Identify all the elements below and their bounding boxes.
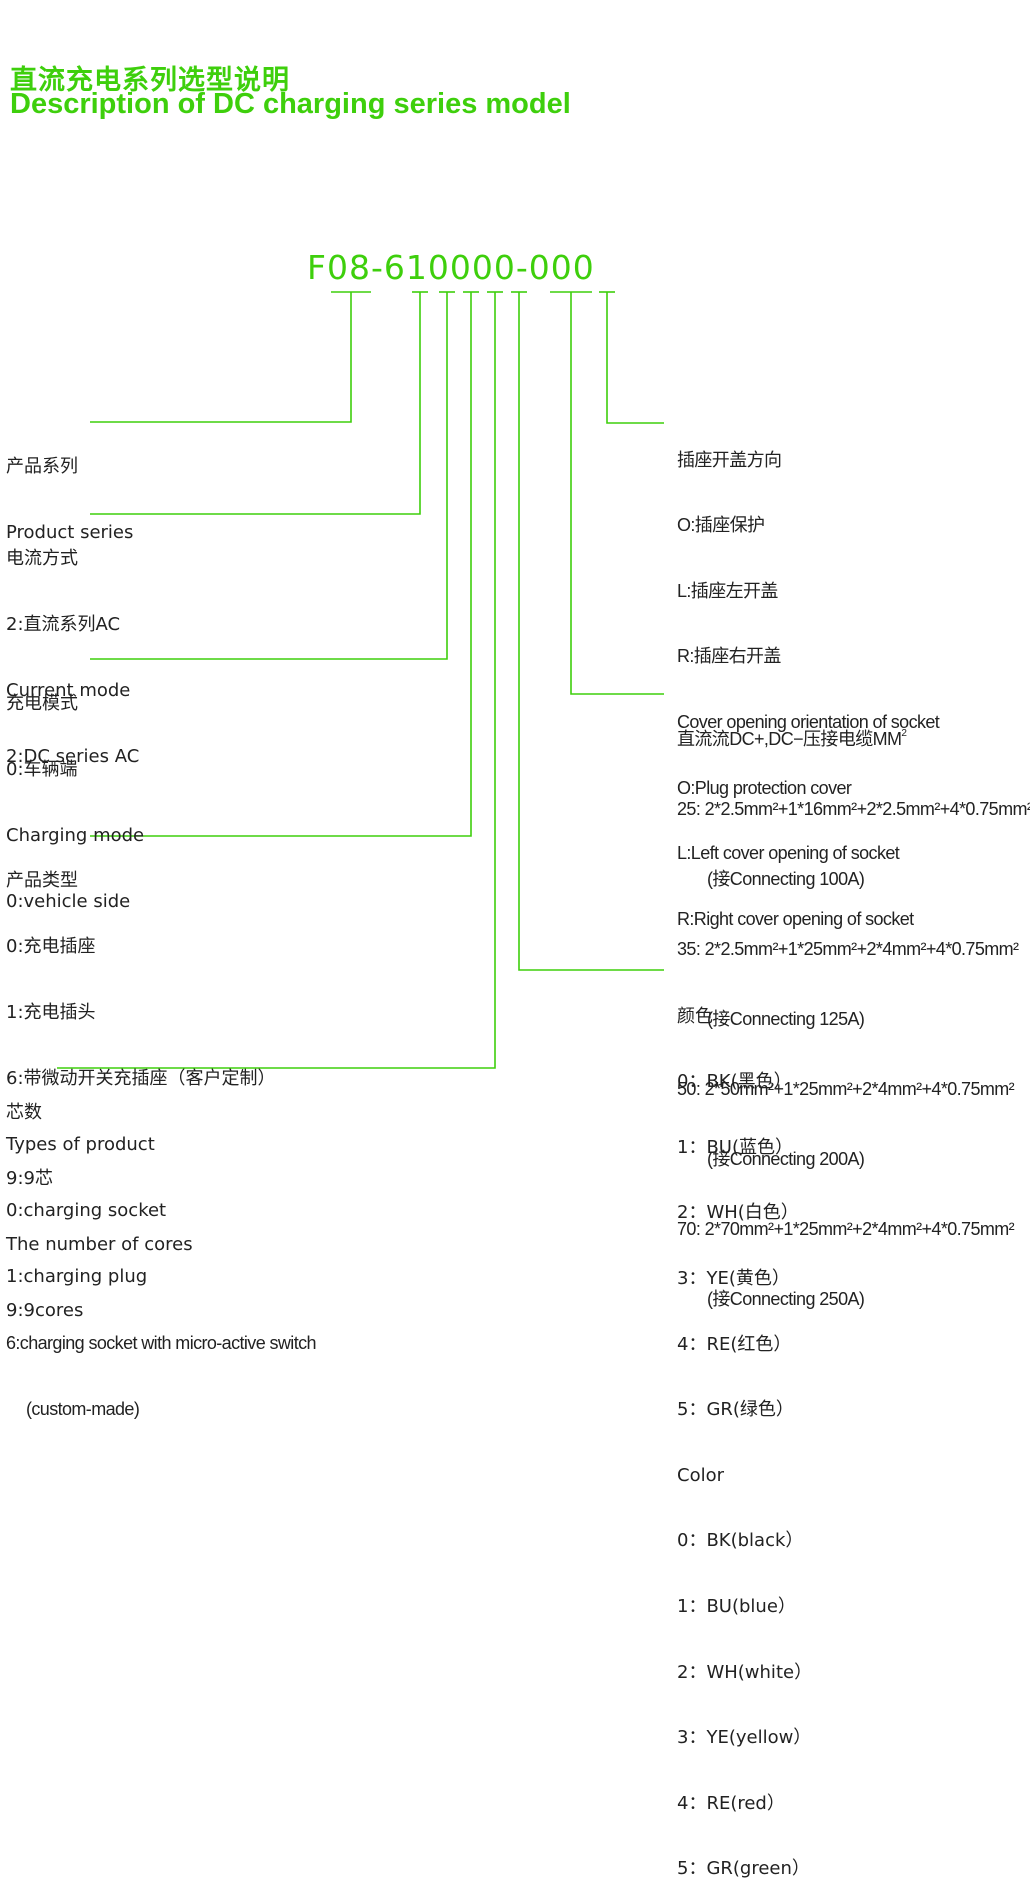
charging-mode-block: 充电模式 0:车辆端 Charging mode 0:vehicle side: [6, 649, 144, 935]
cover-cn: 插座开盖方向: [677, 449, 782, 470]
color-cn-5: 5：GR(绿色）: [677, 1399, 794, 1421]
leader-current: [90, 292, 421, 515]
leader-series: [90, 292, 352, 423]
leader-type: [90, 292, 472, 837]
color-en-3: 3：YE(yellow）: [677, 1727, 812, 1749]
page-title-cn: 直流充电系列选型说明: [10, 65, 290, 96]
cable-spec-50: 50: 2*50mm²+1*25mm²+2*4mm²+4*0.75mm²: [677, 1079, 1015, 1099]
cable-note-35: (接Connecting 125A): [707, 1009, 865, 1029]
product-type-cn-0: 0:充电插座: [6, 936, 96, 957]
charging-mode-en: Charging mode: [6, 825, 145, 846]
cores-cn: 芯数: [6, 1102, 42, 1123]
color-en-4: 4：RE(red）: [677, 1792, 785, 1814]
cover-en-o: O:Plug protection cover: [677, 777, 852, 798]
color-en-5: 5：GR(green）: [677, 1858, 810, 1880]
charging-mode-cn: 充电模式: [6, 693, 78, 714]
cover-cn-r: R:插座右开盖: [677, 646, 781, 667]
color-en-1: 1：BU(blue）: [677, 1595, 796, 1617]
cable-header-sup: 2: [901, 728, 907, 739]
page-title-en: Description of DC charging series model: [10, 88, 571, 120]
cores-block: 芯数 9:9芯 The number of cores 9:9cores: [6, 1058, 193, 1344]
cover-en: Cover opening orientation of socket: [677, 711, 940, 732]
leader-cores: [57, 292, 496, 1069]
model-code: F08-610000-000: [307, 248, 595, 287]
current-mode-cn: 电流方式: [6, 548, 78, 569]
cable-spec-70: 70: 2*70mm²+1*25mm²+2*4mm²+4*0.75mm²: [677, 1219, 1015, 1239]
color-cn-2: 2：WH(白色）: [677, 1202, 799, 1224]
cable-spec-35: 35: 2*2.5mm²+1*25mm²+2*4mm²+4*0.75mm²: [677, 939, 1019, 959]
cover-cn-o: O:插座保护: [677, 515, 765, 536]
cover-en-l: L:Left cover opening of socket: [677, 843, 900, 864]
product-type-en: Types of product: [6, 1134, 155, 1155]
product-type-en-6: 6:charging socket with micro-active swit…: [6, 1333, 317, 1353]
color-cn-4: 4：RE(红色）: [677, 1333, 792, 1355]
charging-mode-cn-value: 0:车辆端: [6, 759, 78, 780]
product-type-cn-1: 1:充电插头: [6, 1002, 96, 1023]
leader-cover: [606, 292, 664, 424]
product-type-en-1: 1:charging plug: [6, 1266, 148, 1287]
leader-color: [518, 292, 664, 971]
color-cn-3: 3：YE(黄色）: [677, 1267, 790, 1289]
product-series-cn: 产品系列: [6, 456, 78, 477]
leader-charging: [90, 292, 448, 660]
color-cn-0: 0：BK(黑色）: [677, 1071, 792, 1093]
color-en-2: 2：WH(white）: [677, 1661, 813, 1683]
cores-en-value: 9:9cores: [6, 1300, 84, 1321]
color-en-0: 0：BK(black）: [677, 1530, 804, 1552]
product-type-block: 产品类型 0:充电插座 1:充电插头 6:带微动开关充插座（客户定制） Type…: [6, 826, 317, 1442]
product-series-en: Product series: [6, 522, 134, 543]
color-cn: 颜色: [677, 1005, 713, 1027]
cable-header-text: 直流流DC+,DC−压接电缆MM: [677, 729, 902, 749]
current-mode-block: 电流方式 2:直流系列AC Current mode 2:DC series A…: [6, 504, 139, 790]
cable-note-50: (接Connecting 200A): [707, 1149, 865, 1169]
cover-orientation-block: 插座开盖方向 O:插座保护 L:插座左开盖 R:插座右开盖 Cover open…: [677, 406, 940, 953]
color-cn-1: 1：BU(蓝色）: [677, 1136, 793, 1158]
product-type-en-0: 0:charging socket: [6, 1200, 167, 1221]
current-mode-cn-value: 2:直流系列AC: [6, 614, 121, 635]
product-series-block: 产品系列 Product series: [6, 412, 133, 566]
cable-spec-25: 25: 2*2.5mm²+1*16mm²+2*2.5mm²+4*0.75mm²: [677, 799, 1030, 819]
cover-en-r: R:Right cover opening of socket: [677, 908, 914, 929]
cable-note-70: (接Connecting 250A): [707, 1289, 865, 1309]
leader-lines: [57, 291, 664, 1069]
charging-mode-en-value: 0:vehicle side: [6, 891, 131, 912]
color-en: Color: [677, 1464, 724, 1486]
cover-cn-l: L:插座左开盖: [677, 580, 778, 601]
cable-header: 直流流DC+,DC−压接电缆MM2: [677, 728, 1030, 750]
current-mode-en: Current mode: [6, 680, 131, 701]
product-type-en-6-note: (custom-made): [26, 1399, 140, 1419]
cores-en: The number of cores: [6, 1234, 193, 1255]
color-block: 颜色 0：BK(黑色） 1：BU(蓝色） 2：WH(白色） 3：YE(黄色） 4…: [677, 962, 812, 1902]
cores-cn-value: 9:9芯: [6, 1168, 53, 1189]
leader-cable: [570, 292, 664, 695]
cable-block: 直流流DC+,DC−压接电缆MM2 25: 2*2.5mm²+1*16mm²+2…: [677, 684, 1030, 1336]
current-mode-en-value: 2:DC series AC: [6, 746, 140, 767]
product-type-cn: 产品类型: [6, 870, 78, 891]
cable-note-25: (接Connecting 100A): [707, 869, 865, 889]
product-type-cn-6: 6:带微动开关充插座（客户定制）: [6, 1068, 276, 1089]
